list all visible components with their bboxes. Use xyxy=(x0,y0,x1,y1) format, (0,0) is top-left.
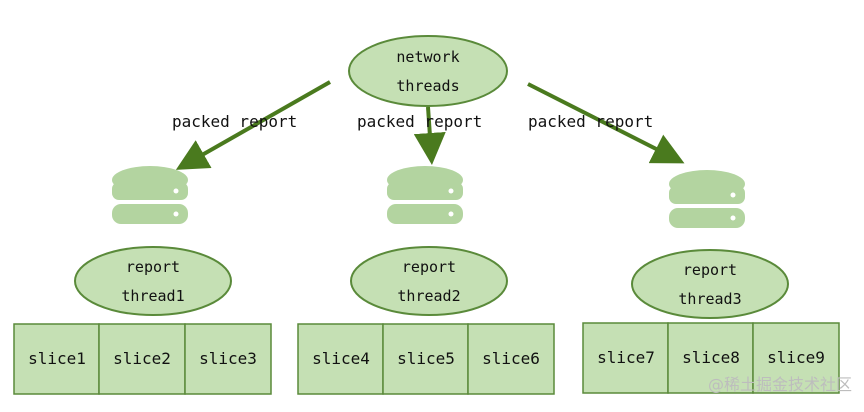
database-icon xyxy=(112,166,188,224)
report-thread-node-3: report thread3 xyxy=(631,249,789,319)
report-node-1-line2: thread1 xyxy=(121,287,184,305)
report-thread-node-1: report thread1 xyxy=(74,246,232,316)
network-node-line2: threads xyxy=(396,77,459,95)
slice-label: slice5 xyxy=(397,349,455,368)
slice-group-1: slice1 slice2 slice3 xyxy=(13,323,272,395)
report-thread-node-2: report thread2 xyxy=(350,246,508,316)
watermark-text: @稀土掘金技术社区 xyxy=(708,375,852,394)
slice-label: slice2 xyxy=(113,349,171,368)
slice-label: slice6 xyxy=(482,349,540,368)
slice-cell xyxy=(297,323,384,395)
arrow-to-group-2 xyxy=(413,106,446,165)
slice-label: slice7 xyxy=(597,348,655,367)
slice-cell xyxy=(184,323,272,395)
slice-cell xyxy=(382,323,469,395)
slice-group-3: slice7 slice8 slice9 xyxy=(582,322,840,394)
report-node-2-line1: report xyxy=(402,258,456,276)
slice-label: slice8 xyxy=(682,348,740,367)
slice-cell xyxy=(667,322,754,394)
slice-cell xyxy=(752,322,840,394)
arrow-label-3: packed report xyxy=(528,112,653,131)
report-node-3-line1: report xyxy=(683,261,737,279)
slice-label: slice1 xyxy=(28,349,86,368)
slice-label: slice4 xyxy=(312,349,370,368)
slice-cell xyxy=(467,323,555,395)
network-node-line1: network xyxy=(396,48,459,66)
arrow-label-2: packed report xyxy=(357,112,482,131)
arrow-to-group-3 xyxy=(527,82,685,164)
report-node-2-line2: thread2 xyxy=(397,287,460,305)
report-node-3-line2: thread3 xyxy=(678,290,741,308)
slice-group-2: slice4 slice5 slice6 xyxy=(297,323,555,395)
slice-label: slice3 xyxy=(199,349,257,368)
slice-label: slice9 xyxy=(767,348,825,367)
network-threads-node: network threads xyxy=(348,35,508,107)
arrow-label-1: packed report xyxy=(172,112,297,131)
database-icon xyxy=(387,166,463,224)
report-node-1-line1: report xyxy=(126,258,180,276)
database-icon xyxy=(669,170,745,228)
slice-cell xyxy=(582,322,669,394)
arrow-to-group-1 xyxy=(175,80,331,170)
